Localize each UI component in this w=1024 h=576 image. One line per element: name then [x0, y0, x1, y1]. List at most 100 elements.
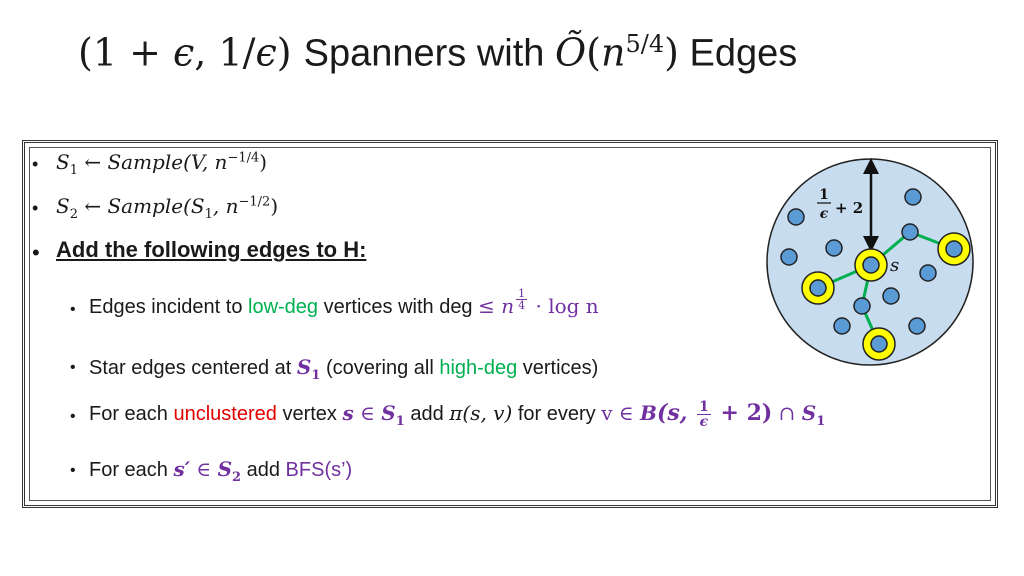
- s3-m10-sub: 1: [816, 414, 826, 429]
- s2-m1-sub: 1: [311, 368, 321, 383]
- s4-m3: S: [217, 457, 233, 481]
- bullet-sample-s1: S1 ← Sample(V, n−1/4): [56, 150, 267, 178]
- b2-lhs-sub: 2: [69, 207, 78, 222]
- graph-node: [908, 317, 926, 335]
- b2-end: ): [270, 194, 279, 218]
- s3-m5: v ∈: [601, 401, 641, 425]
- b3-text: Add the following edges to H:: [56, 237, 367, 262]
- title-exp: 5/4: [625, 30, 665, 58]
- s3-unclustered: unclustered: [173, 403, 277, 425]
- s4-m3-sub: 2: [232, 470, 242, 485]
- s2-m1: S: [296, 355, 312, 379]
- sub-bullet-star-edges: Star edges centered at S1 (covering all …: [89, 355, 598, 383]
- b1-exp: −1/4: [227, 150, 260, 166]
- s4-t1: For each: [89, 459, 174, 481]
- center-label: s: [890, 255, 899, 276]
- s3-m8: + 2): [712, 400, 773, 426]
- bullet-add-edges: Add the following edges to H:: [56, 237, 366, 263]
- title-otilde: Õ: [555, 30, 587, 75]
- s2-t2: (covering all: [320, 357, 440, 379]
- title-open: (1 +: [78, 30, 173, 75]
- s3-m3-sub: 1: [395, 414, 405, 429]
- b2-lhs: S: [56, 194, 70, 218]
- s4-m1: s′: [173, 457, 191, 481]
- b1-arrow: ←: [77, 150, 108, 174]
- s3-t3: vertex: [276, 403, 343, 425]
- s1-exp-den: 4: [518, 299, 526, 312]
- b1-args: (V, n: [183, 150, 228, 174]
- s3-m7: (s,: [656, 400, 696, 426]
- s2-t4: vertices): [517, 357, 599, 379]
- s4-m2: ∈: [190, 457, 218, 481]
- bullet-dot: •: [32, 154, 39, 174]
- ball-diagram: 1 ϵ + 2 s: [766, 158, 974, 366]
- radius-arrow-head-bottom: [863, 236, 879, 252]
- bullet-dot: •: [32, 198, 39, 218]
- sub-bullet-dot: •: [70, 301, 76, 318]
- graph-node: [870, 335, 888, 353]
- graph-node: [882, 287, 900, 305]
- s3-m10: S: [801, 401, 817, 425]
- title-eps2: ϵ: [255, 30, 277, 75]
- graph-node: [787, 208, 805, 226]
- sub-bullet-dot: •: [70, 359, 76, 376]
- title-close: ): [276, 30, 304, 75]
- b2-args-sub: 1: [204, 207, 213, 222]
- graph-node: [901, 223, 919, 241]
- b1-lhs-sub: 1: [69, 163, 78, 178]
- s1-le: ≤: [478, 294, 502, 318]
- s3-frac-num: 1: [697, 399, 711, 416]
- graph-node: [862, 256, 880, 274]
- page-title: (1 + ϵ, 1/ϵ) Spanners with Õ(n5/4) Edges: [78, 30, 797, 76]
- bullet-sample-s2: S2 ← Sample(S1, n−1/2): [56, 194, 278, 222]
- title-paren-close: ): [664, 30, 679, 75]
- s3-m6: B: [640, 401, 657, 425]
- sub-bullet-unclustered: For each unclustered vertex s ∈ S1 add π…: [89, 400, 825, 429]
- sub-bullet-dot: •: [70, 408, 76, 425]
- title-mid: , 1/: [194, 30, 256, 75]
- b2-fn: Sample: [107, 194, 184, 218]
- s3-t4: add: [404, 403, 450, 425]
- b2-arrow: ←: [77, 194, 108, 218]
- sub-bullet-bfs: For each s′ ∈ S2 add BFS(s’): [89, 457, 352, 485]
- radius-arrow-head-top: [863, 158, 879, 174]
- graph-node: [780, 248, 798, 266]
- graph-node: [945, 240, 963, 258]
- b1-end: ): [259, 150, 268, 174]
- sub-bullet-dot: •: [70, 462, 76, 479]
- s3-t5: for every: [512, 403, 602, 425]
- s3-m1: s: [342, 401, 354, 425]
- b2-args-post: , n: [212, 194, 239, 218]
- s1-exp-num: 1: [516, 287, 528, 300]
- bullet-dot: •: [32, 240, 40, 265]
- title-paren-open: (: [586, 30, 601, 75]
- s2-high-deg: high-deg: [439, 357, 518, 379]
- s1-rest: · log n: [529, 294, 599, 318]
- s3-m2: ∈: [353, 401, 382, 425]
- s4-t2: add: [241, 459, 286, 481]
- s3-frac-den: ϵ: [699, 414, 709, 431]
- graph-node: [809, 279, 827, 297]
- graph-node: [904, 188, 922, 206]
- s2-t1: Star edges centered at: [89, 357, 297, 379]
- s3-t1: For each: [89, 403, 174, 425]
- s3-m4: π(s, v): [449, 401, 513, 425]
- content-frame-inner: [29, 147, 991, 501]
- s1-low-deg: low-deg: [248, 296, 319, 318]
- graph-node: [825, 239, 843, 257]
- s1-t3: vertices with deg: [318, 296, 479, 318]
- title-n: n: [601, 30, 626, 75]
- title-eps1: ϵ: [173, 30, 195, 75]
- s1-t1: Edges incident to: [89, 296, 248, 318]
- s3-m3: S: [381, 401, 396, 425]
- graph-node: [919, 264, 937, 282]
- radius-label-num: 1: [819, 187, 829, 203]
- radius-label-den: ϵ: [820, 206, 829, 222]
- content-frame: [22, 140, 998, 508]
- b2-args-pre: (S: [183, 194, 205, 218]
- title-edges: Edges: [678, 32, 798, 75]
- radius-label-rest: + 2: [835, 199, 863, 217]
- b1-lhs: S: [56, 150, 70, 174]
- sub-bullet-low-deg: Edges incident to low-deg vertices with …: [89, 288, 599, 319]
